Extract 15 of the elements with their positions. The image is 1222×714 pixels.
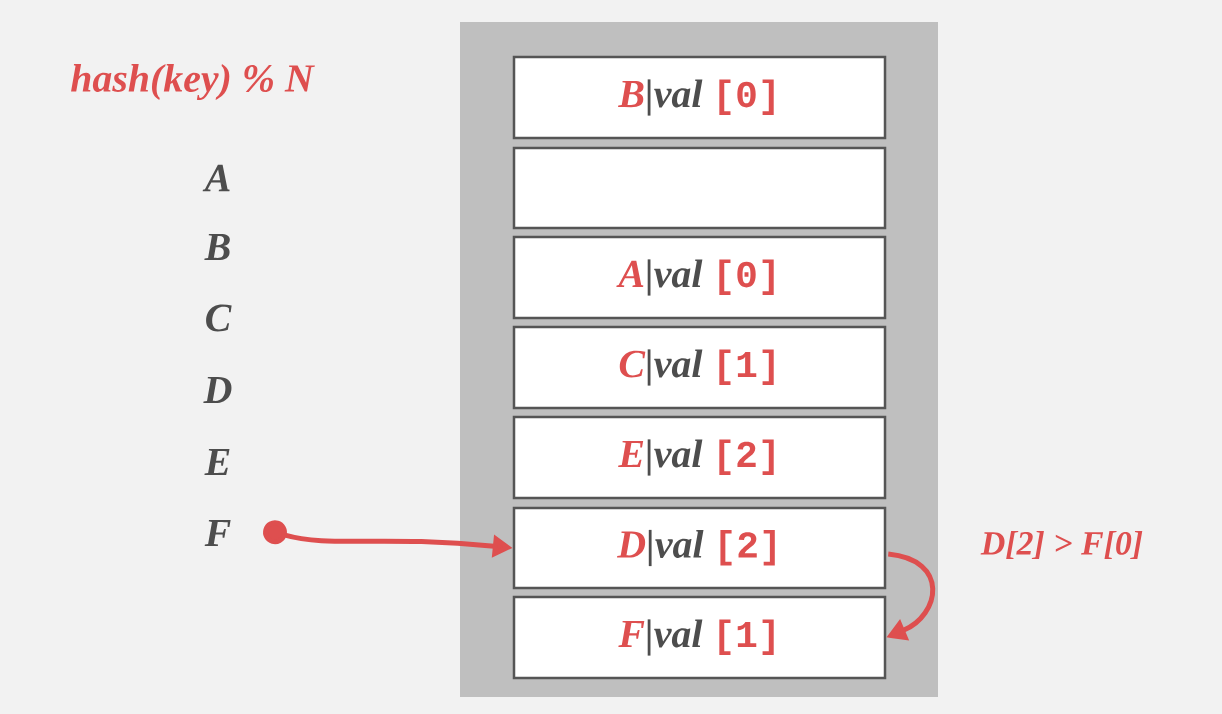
key-label: A xyxy=(202,164,230,192)
slot-box: B|val [0] xyxy=(512,55,887,140)
slot-box: C|val [1] xyxy=(512,325,887,410)
slot-box: D|val [2] xyxy=(512,506,887,590)
key-label: D xyxy=(203,376,232,404)
key-label: C xyxy=(206,304,232,332)
slot-box: A|val [0] xyxy=(512,235,887,320)
key-label: E xyxy=(204,448,230,476)
slot-box: E|val [2] xyxy=(512,415,887,500)
edge-label: D[2] > F[0] xyxy=(980,531,1143,559)
slot-box: F|val [1] xyxy=(512,595,887,680)
slot-box xyxy=(512,146,887,230)
key-label: B xyxy=(204,233,230,261)
formula-label: hash(key) % N xyxy=(71,63,315,101)
key-label: F xyxy=(204,519,231,547)
